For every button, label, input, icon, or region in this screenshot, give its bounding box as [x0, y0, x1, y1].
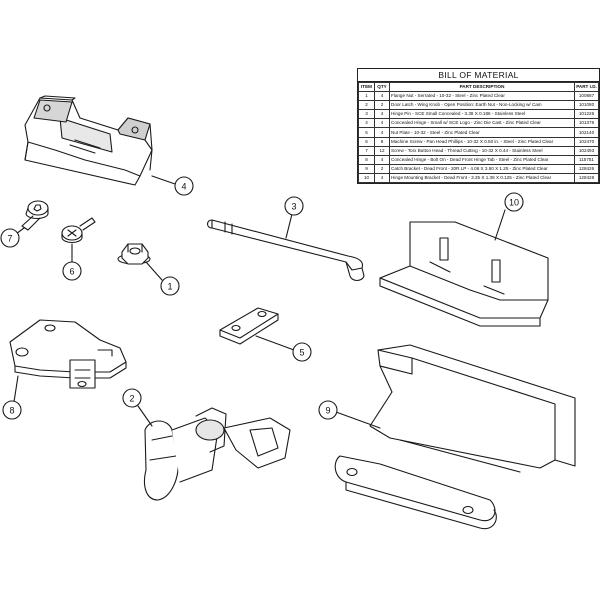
- bom-header-row: ITEM QTY PART DESCRIPTION PART I.D.: [358, 81, 599, 93]
- bom-row: 1 4 Flange Nut - Serrated - 10-32 - Stee…: [358, 91, 599, 102]
- svg-text:4: 4: [181, 182, 186, 192]
- bom-description: Door Latch - Wing Knob - Open Position: …: [389, 100, 575, 111]
- svg-text:6: 6: [69, 267, 74, 277]
- part-10-hinge-mounting-bracket: [379, 221, 549, 327]
- bom-row: 6 8 Machine Screw - Pan Head Phillips - …: [358, 136, 599, 147]
- bom-header-qty: QTY: [374, 81, 390, 93]
- bom-item: 4: [358, 118, 375, 129]
- bom-row: 9 2 Catch Bracket - Dead Front - 20R LP …: [358, 163, 599, 174]
- bom-part-id: 102493: [574, 145, 599, 156]
- bom-description: Screw - Torx Button Head - Thread Cuttin…: [389, 145, 575, 156]
- callout-10: 10: [494, 192, 524, 241]
- svg-text:1: 1: [167, 282, 172, 292]
- callout-4: 4: [151, 175, 194, 196]
- svg-text:7: 7: [7, 234, 12, 244]
- bom-title: BILL OF MATERIAL: [358, 69, 599, 82]
- bom-item: 3: [358, 109, 375, 120]
- bom-row: 5 4 Nut Plate - 10-32 - Steel - Zinc Pla…: [358, 127, 599, 138]
- bom-item: 6: [358, 136, 375, 147]
- bom-qty: 2: [374, 163, 390, 174]
- bom-description: Flange Nut - Serrated - 10-32 - Steel - …: [389, 91, 575, 102]
- bom-item: 1: [358, 91, 375, 102]
- bom-row: 8 4 Concealed Hinge - Bolt On - Dead Fro…: [358, 154, 599, 165]
- bom-row: 2 2 Door Latch - Wing Knob - Open Positi…: [358, 100, 599, 111]
- part-9-catch-bracket: [334, 344, 576, 530]
- bom-item: 9: [358, 163, 375, 174]
- bom-item: 7: [358, 145, 375, 156]
- callout-6: 6: [62, 243, 82, 281]
- bom-header-description: PART DESCRIPTION: [389, 81, 575, 93]
- bom-part-id: 101376: [574, 118, 599, 129]
- part-5-nut-plate: [219, 307, 279, 345]
- bom-part-id: 128428: [574, 172, 599, 184]
- bom-part-id: 100887: [574, 91, 599, 102]
- bom-header-part-id: PART I.D.: [574, 81, 599, 93]
- part-3-hinge-pin: [206, 219, 365, 282]
- bom-description: Catch Bracket - Dead Front - 20R LP - 4.…: [389, 163, 575, 174]
- svg-text:10: 10: [509, 198, 519, 208]
- bill-of-material: BILL OF MATERIAL ITEM QTY PART DESCRIPTI…: [357, 68, 600, 185]
- part-7-torx-screw: [21, 200, 49, 231]
- part-6-phillips-screw: [61, 217, 96, 244]
- callout-7: 7: [0, 227, 25, 248]
- bom-part-id: 102470: [574, 136, 599, 147]
- bom-part-id: 101080: [574, 100, 599, 111]
- bom-row: 3 4 Hinge Pin - SCE Small Concealed - 3.…: [358, 109, 599, 120]
- bom-item: 2: [358, 100, 375, 111]
- bom-description: Nut Plate - 10-32 - Steel - Zinc Plated …: [389, 127, 575, 138]
- part-2-door-latch: [143, 407, 291, 501]
- part-4-concealed-hinge: [24, 95, 153, 186]
- bom-part-id: 101226: [574, 109, 599, 120]
- callout-5: 5: [255, 335, 312, 362]
- bom-row: 4 4 Concealed Hinge - Small w/ SCE Logo …: [358, 118, 599, 129]
- svg-text:8: 8: [9, 406, 14, 416]
- callout-2: 2: [122, 388, 153, 427]
- callout-8: 8: [2, 375, 22, 420]
- bom-description: Concealed Hinge - Small w/ SCE Logo - Zi…: [389, 118, 575, 129]
- callout-9: 9: [318, 400, 381, 429]
- bom-header-item: ITEM: [358, 81, 375, 93]
- bom-part-id: 102140: [574, 127, 599, 138]
- bom-item: 5: [358, 127, 375, 138]
- callout-3: 3: [284, 196, 304, 239]
- svg-text:3: 3: [291, 202, 296, 212]
- bom-table: ITEM QTY PART DESCRIPTION PART I.D. 1 4 …: [358, 81, 599, 184]
- bom-description: Hinge Mounting Bracket - Dead Front - 3.…: [389, 172, 575, 184]
- bom-qty: 2: [374, 100, 390, 111]
- bom-qty: 4: [374, 172, 390, 184]
- bom-row: 10 4 Hinge Mounting Bracket - Dead Front…: [358, 172, 599, 184]
- bom-item: 10: [358, 172, 375, 184]
- bom-qty: 4: [374, 109, 390, 120]
- part-8-hinge-tab: [9, 319, 127, 389]
- bom-description: Hinge Pin - SCE Small Concealed - 3.38 X…: [389, 109, 575, 120]
- svg-text:9: 9: [325, 406, 330, 416]
- bom-part-id: 115751: [574, 154, 599, 165]
- svg-text:2: 2: [129, 394, 134, 404]
- svg-text:5: 5: [299, 348, 304, 358]
- bom-item: 8: [358, 154, 375, 165]
- bom-qty: 8: [374, 136, 390, 147]
- part-1-flange-nut: [117, 243, 151, 265]
- bom-qty: 4: [374, 154, 390, 165]
- bom-qty: 4: [374, 127, 390, 138]
- bom-part-id: 128426: [574, 163, 599, 174]
- callout-1: 1: [145, 261, 180, 296]
- bom-qty: 4: [374, 118, 390, 129]
- bom-description: Machine Screw - Pan Head Phillips - 10-3…: [389, 136, 575, 147]
- bom-qty: 12: [374, 145, 390, 156]
- bom-qty: 4: [374, 91, 390, 102]
- bom-description: Concealed Hinge - Bolt On - Dead Front H…: [389, 154, 575, 165]
- bom-row: 7 12 Screw - Torx Button Head - Thread C…: [358, 145, 599, 156]
